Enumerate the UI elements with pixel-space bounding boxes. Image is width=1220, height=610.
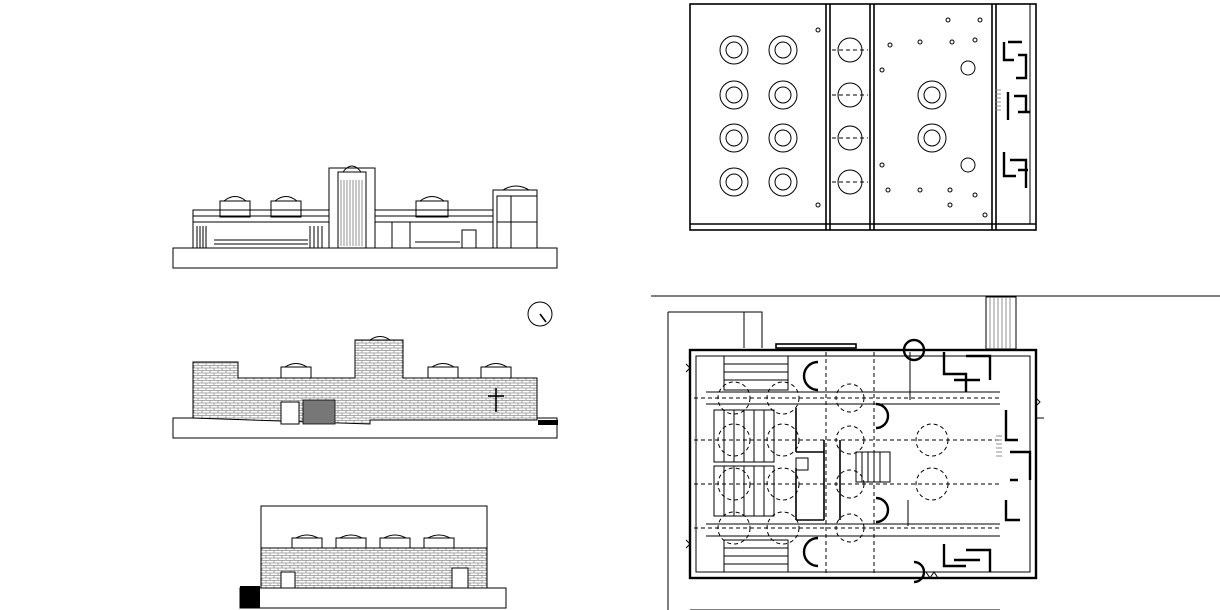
pews-center [855, 451, 891, 483]
rear-elevation-plinth [239, 587, 507, 609]
roof-plan-outline [689, 3, 1037, 231]
rear-elevation [239, 505, 507, 609]
structural-grid [694, 352, 1000, 576]
cross-icon [488, 388, 504, 412]
stair-bottom [723, 539, 789, 573]
pews-left [713, 409, 775, 517]
rear-door-right [451, 567, 469, 589]
roof-skylights-middle [832, 37, 868, 195]
front-central-tower [328, 167, 376, 249]
side-brick-wall [192, 339, 538, 425]
skylight-projections [717, 381, 949, 545]
stair-top [723, 355, 789, 391]
floor-plan-outline [688, 348, 1038, 580]
rear-door-left [280, 571, 296, 589]
front-right-block [492, 189, 538, 249]
roof-skylights-right [917, 60, 976, 173]
roof-plan [689, 3, 1037, 231]
front-elevation [172, 165, 558, 269]
roof-service-zone [995, 40, 1030, 188]
front-elevation-plinth [172, 247, 558, 269]
service-rooms [907, 352, 1032, 572]
north-arrow-icon [527, 301, 553, 327]
rear-brick-wall [260, 547, 488, 589]
floor-plan [651, 295, 1220, 610]
apses [802, 338, 926, 584]
roof-skylights-left [719, 35, 798, 197]
side-elevation [172, 336, 558, 439]
side-door [280, 401, 300, 425]
exterior-stair [985, 296, 1017, 350]
